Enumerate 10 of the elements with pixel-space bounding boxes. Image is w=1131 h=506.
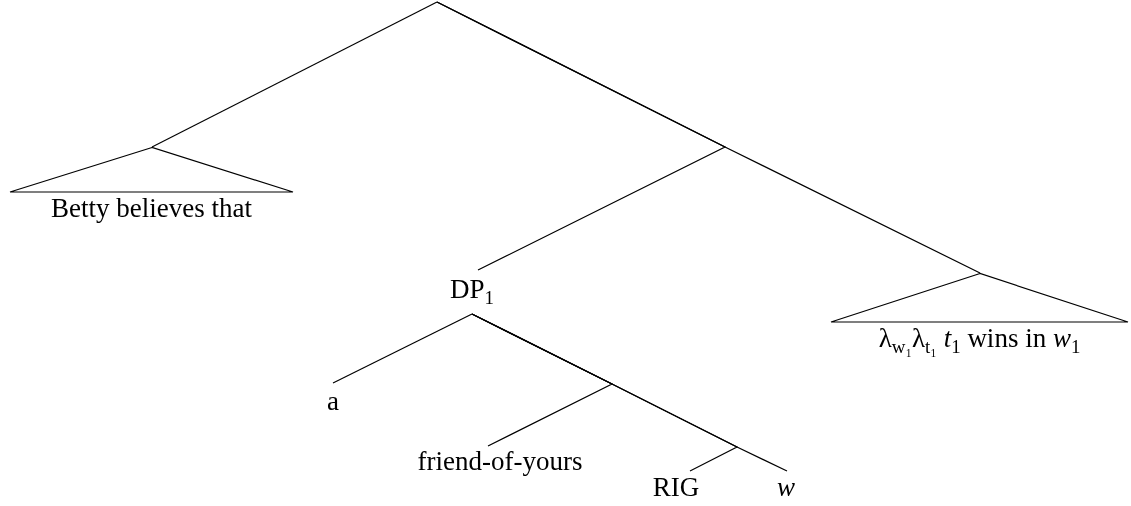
node-label: friend-of-yours bbox=[417, 446, 583, 476]
branch-line bbox=[436, 1, 981, 274]
node-label: a bbox=[327, 386, 339, 416]
node-label: w bbox=[777, 472, 795, 502]
node-label: RIG bbox=[652, 472, 700, 502]
node-label: DP$_{1}$ bbox=[450, 274, 494, 304]
branch-line bbox=[151, 1, 438, 148]
phrase-text: Betty believes that bbox=[51, 193, 252, 223]
branch-line bbox=[471, 313, 788, 472]
branch-line bbox=[332, 313, 473, 384]
